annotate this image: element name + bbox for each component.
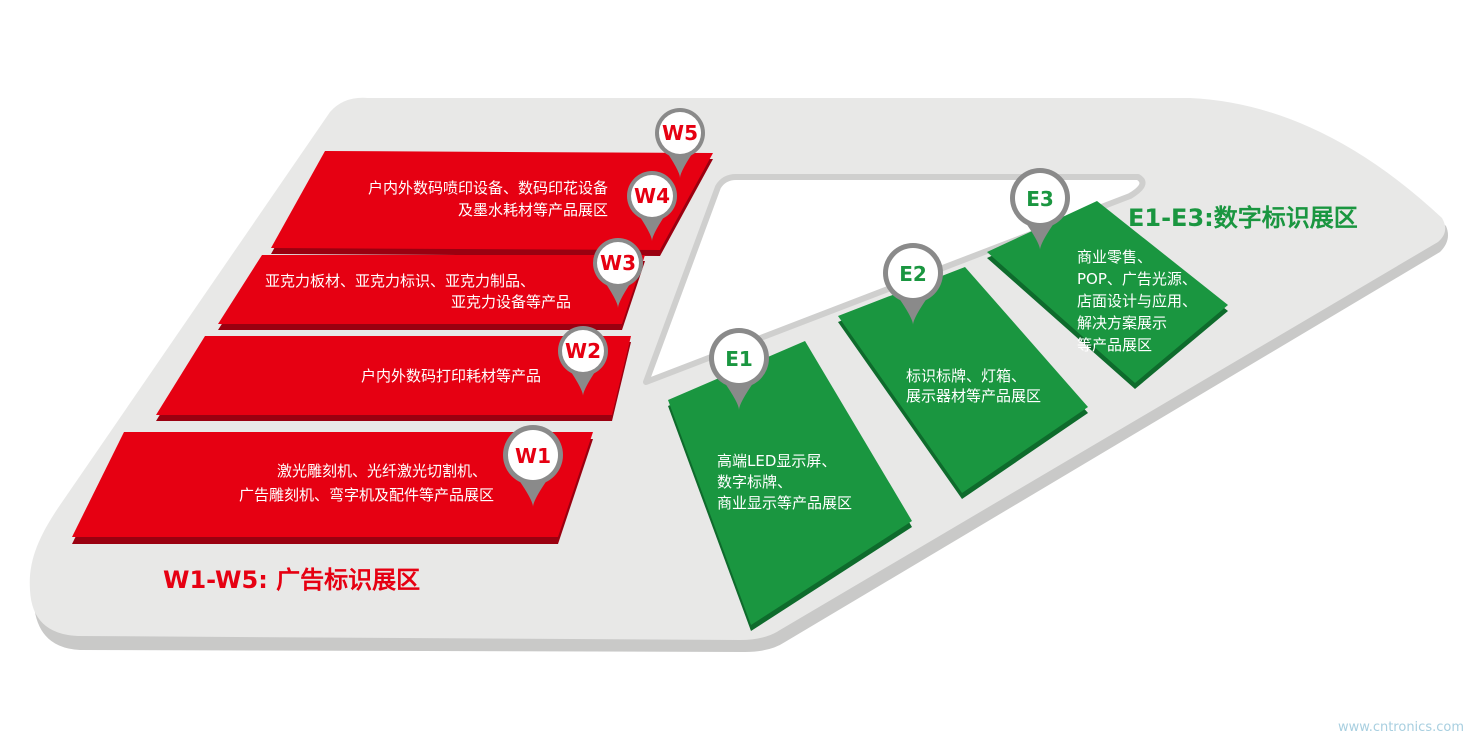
hall-W4-label-line-1: 户内外数码喷印设备、数码印花设备: [368, 179, 608, 197]
hall-E2-label-line-2: 展示器材等产品展区: [906, 387, 1041, 405]
hall-E1-label-line-1: 高端LED显示屏、: [717, 452, 836, 470]
pin-E1-map-pin-icon[interactable]: E1: [709, 328, 769, 410]
pin-W5-map-pin-icon[interactable]: W5: [655, 108, 705, 178]
hall-W4-label-line-2: 及墨水耗材等产品展区: [458, 201, 608, 219]
hall-W3[interactable]: 亚克力板材、亚克力标识、亚克力制品、 亚克力设备等产品: [218, 255, 645, 330]
pin-E3-map-pin-icon[interactable]: E3: [1010, 168, 1070, 250]
pin-E2-label: E2: [899, 262, 927, 286]
pin-W4-map-pin-icon[interactable]: W4: [627, 171, 677, 241]
pin-W3-map-pin-icon[interactable]: W3: [593, 238, 643, 308]
pin-W1-label: W1: [515, 444, 551, 468]
pin-E1-label: E1: [725, 347, 753, 371]
hall-W4[interactable]: 户内外数码喷印设备、数码印花设备 及墨水耗材等产品展区: [271, 151, 713, 256]
zone-title-east: E1-E3:数字标识展区: [1128, 204, 1358, 232]
hall-E1-label-line-2: 数字标牌、: [717, 473, 792, 491]
pin-W4-label: W4: [634, 184, 670, 208]
hall-E3[interactable]: 商业零售、 POP、广告光源、 店面设计与应用、 解决方案展示 等产品展区: [987, 201, 1228, 389]
hall-E3-label-line-4: 解决方案展示: [1077, 314, 1167, 332]
pin-E2-map-pin-icon[interactable]: E2: [883, 243, 943, 325]
hall-E2[interactable]: 标识标牌、灯箱、 展示器材等产品展区: [838, 267, 1088, 499]
hall-W2[interactable]: 户内外数码打印耗材等产品: [156, 336, 631, 421]
zone-title-west: W1-W5: 广告标识展区: [163, 566, 421, 594]
pin-W2-map-pin-icon[interactable]: W2: [558, 326, 608, 396]
hall-W3-label-line-2: 亚克力设备等产品: [451, 293, 571, 311]
pin-W2-label: W2: [565, 339, 601, 363]
hall-E2-label-line-1: 标识标牌、灯箱、: [906, 367, 1026, 385]
hall-E1-label-line-3: 商业显示等产品展区: [717, 494, 852, 512]
hall-W1-label-line-2: 广告雕刻机、弯字机及配件等产品展区: [239, 486, 494, 504]
hall-E3-label-line-2: POP、广告光源、: [1077, 270, 1197, 288]
hall-E3-label-line-5: 等产品展区: [1077, 336, 1152, 354]
hall-E1[interactable]: 高端LED显示屏、 数字标牌、 商业显示等产品展区: [668, 341, 912, 631]
watermark: www.cntronics.com: [1337, 720, 1464, 735]
hall-W1-label-line-1: 激光雕刻机、光纤激光切割机、: [277, 462, 487, 480]
pin-W1-map-pin-icon[interactable]: W1: [503, 425, 563, 507]
hall-W2-label-line-1: 户内外数码打印耗材等产品: [361, 367, 541, 385]
hall-W3-label-line-1: 亚克力板材、亚克力标识、亚克力制品、: [265, 272, 535, 290]
hall-E3-label-line-3: 店面设计与应用、: [1077, 292, 1197, 310]
pin-W3-label: W3: [600, 251, 636, 275]
hall-W1[interactable]: 激光雕刻机、光纤激光切割机、 广告雕刻机、弯字机及配件等产品展区: [72, 432, 593, 544]
hall-E3-label-line-1: 商业零售、: [1077, 248, 1152, 266]
pin-W5-label: W5: [662, 121, 698, 145]
pin-E3-label: E3: [1026, 187, 1054, 211]
